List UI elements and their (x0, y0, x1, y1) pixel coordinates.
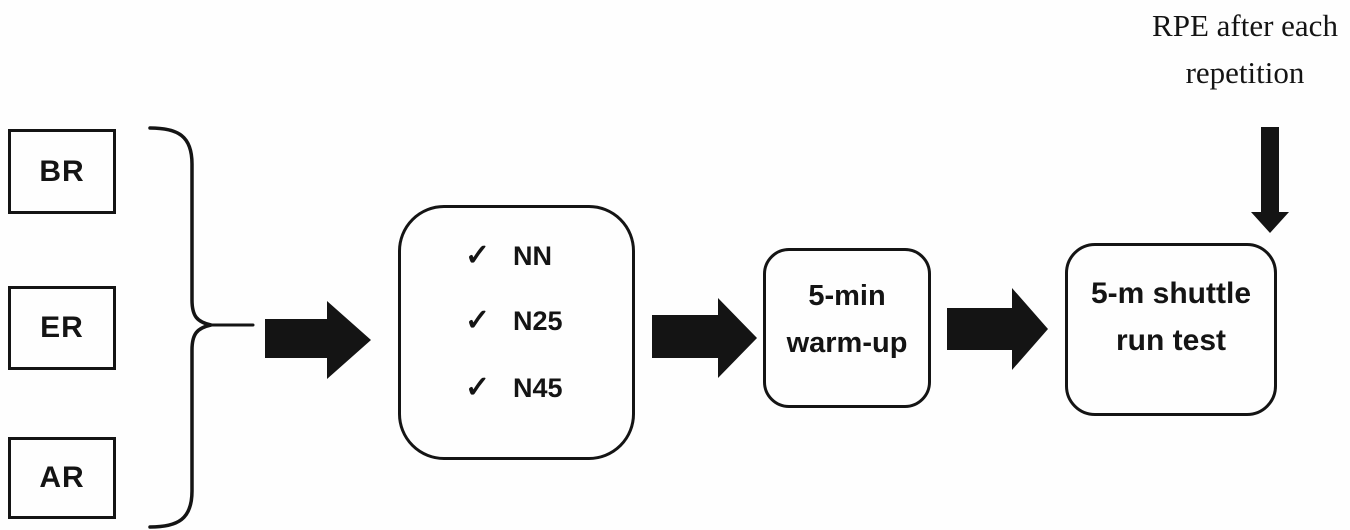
conditions-box: ✓ NN ✓ N25 ✓ N45 (398, 205, 635, 460)
group-label-br: BR (39, 154, 85, 188)
group-box-br: BR (8, 129, 116, 214)
group-box-er: ER (8, 286, 116, 370)
check-icon: ✓ (465, 371, 491, 404)
condition-row-n25: ✓ N25 (401, 301, 632, 341)
shuttle-test-box: 5-m shuttle run test (1065, 243, 1277, 416)
rpe-down-arrow-icon (1251, 127, 1289, 233)
condition-row-n45: ✓ N45 (401, 368, 632, 408)
warmup-line1: 5-min (808, 280, 886, 312)
condition-label-n25: N25 (513, 305, 563, 336)
shuttle-line1: 5-m shuttle (1090, 276, 1252, 310)
rpe-annotation-line1: RPE after each (1152, 8, 1338, 43)
condition-label-nn: NN (513, 240, 552, 271)
group-label-er: ER (40, 311, 84, 344)
shuttle-line2: run test (1115, 323, 1226, 357)
grouping-brace (148, 126, 213, 529)
arrow-to-conditions-icon (265, 301, 371, 379)
check-icon: ✓ (465, 304, 491, 337)
condition-label-n45: N45 (513, 372, 563, 403)
arrow-to-shuttle-icon (947, 288, 1048, 370)
check-icon: ✓ (465, 239, 491, 272)
arrow-to-warmup-icon (652, 298, 757, 378)
warmup-box: 5-min warm-up (763, 248, 931, 408)
condition-row-nn: ✓ NN (401, 236, 632, 276)
warmup-line2: warm-up (786, 327, 908, 359)
rpe-annotation: RPE after each repetition (1105, 2, 1350, 96)
rpe-annotation-line2: repetition (1185, 55, 1305, 90)
group-box-ar: AR (8, 437, 116, 519)
group-label-ar: AR (39, 461, 85, 494)
